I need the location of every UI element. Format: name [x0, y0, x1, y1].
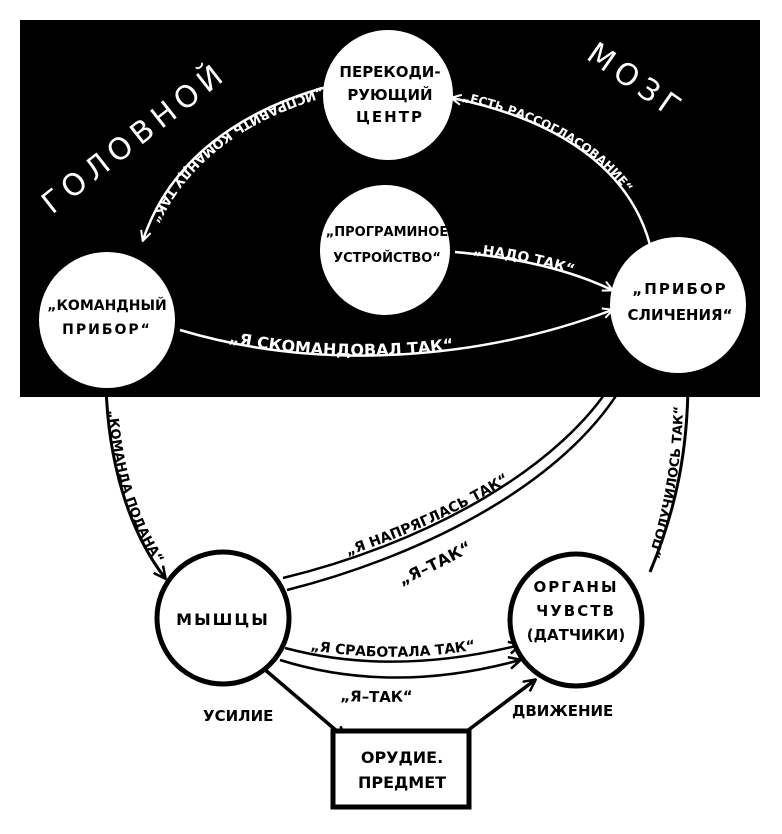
label-i-so-upper: „Я–ТАК“ [396, 537, 475, 589]
edge-command-given [104, 384, 165, 578]
edge-turned-out [648, 380, 688, 573]
node-muscles[interactable]: МЫШЦЫ [154, 549, 292, 687]
node-circle [154, 549, 292, 687]
label-turned-out: „ПОЛУЧИЛОСЬ ТАК“ [647, 406, 687, 560]
edge-i-so-lower [279, 660, 520, 679]
node-label-line: МЫШЦЫ [176, 610, 270, 629]
edge-need-so [454, 250, 612, 290]
node-program-device[interactable]: „ПРОГРАМИНОЕ УСТРОЙСТВО“ [320, 185, 450, 315]
label-command-given: „КОМАНДА ПОДАНА“ [105, 409, 167, 566]
node-label-line: ПРИБОР“ [62, 322, 152, 338]
edge-effort [261, 666, 345, 738]
node-label-line: „ПРОГРАМИНОЕ [326, 225, 449, 240]
node-comparator[interactable]: „ПРИБОР СЛИЧЕНИЯ“ [610, 237, 746, 373]
edge-i-so-upper [286, 372, 630, 592]
node-tool-object[interactable]: ОРУДИЕ. ПРЕДМЕТ [330, 728, 472, 810]
node-sense-organs[interactable]: ОРГАНЫ ЧУВСТВ (ДАТЧИКИ) [507, 551, 645, 689]
node-box [330, 728, 472, 810]
node-label-line: „ПРИБОР [632, 280, 727, 298]
label-effort: УСИЛИЕ [203, 707, 273, 725]
label-i-so-lower: „Я–ТАК“ [340, 687, 413, 706]
edge-tensed [282, 370, 620, 580]
edge-fix-command [143, 84, 331, 240]
node-label-line: ПРЕДМЕТ [358, 773, 446, 792]
edge-worked [284, 645, 520, 663]
node-label-line: (ДАТЧИКИ) [527, 626, 625, 644]
label-worked: „Я СРАБОТАЛА ТАК“ [310, 638, 477, 661]
node-label-line: ЧУВСТВ [536, 602, 616, 620]
node-label-line: ОРГАНЫ [533, 578, 618, 596]
node-label-line: ПЕРЕКОДИ- [339, 63, 440, 81]
node-label-line: УСТРОЙСТВО“ [333, 250, 441, 266]
node-circle [610, 237, 746, 373]
node-label-line: ЦЕНТР [356, 108, 424, 126]
node-circle [39, 252, 175, 388]
node-command-device[interactable]: „КОМАНДНЫЙ ПРИБОР“ [39, 252, 175, 388]
node-label-line: РУЮЩИЙ [347, 85, 432, 104]
node-circle [323, 30, 453, 160]
node-label-line: „КОМАНДНЫЙ [47, 297, 166, 314]
edge-mismatch [452, 98, 652, 246]
label-movement: ДВИЖЕНИЕ [512, 702, 613, 720]
node-label-line: СЛИЧЕНИЯ“ [628, 306, 733, 324]
edge-commanded [179, 310, 612, 357]
label-tensed: „Я НАПРЯГЛАСЬ ТАК“ [344, 471, 512, 559]
node-recoding-center[interactable]: ПЕРЕКОДИ- РУЮЩИЙ ЦЕНТР [323, 30, 453, 160]
node-circle [320, 185, 450, 315]
node-circle [507, 551, 645, 689]
node-label-line: ОРУДИЕ. [361, 748, 443, 767]
